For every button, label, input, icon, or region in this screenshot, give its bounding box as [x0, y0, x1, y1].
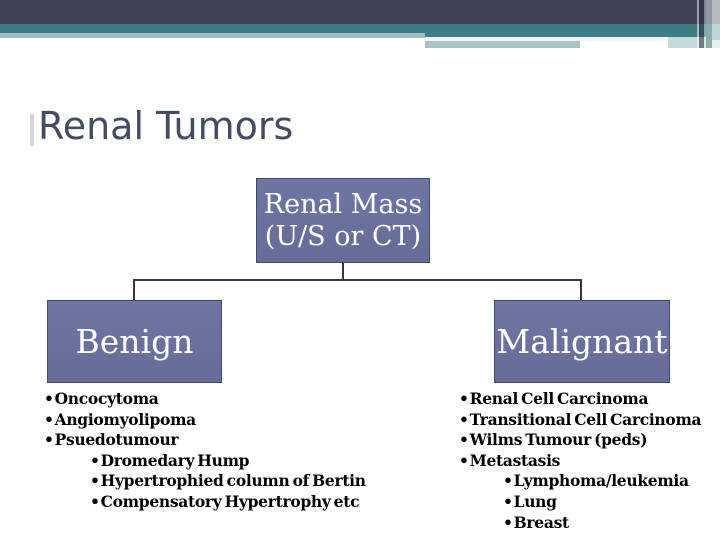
chart-node-renal-mass: Renal Mass (U/S or CT) [256, 178, 430, 263]
chart-node-benign: Benign [47, 300, 222, 383]
list-item: •Lung [459, 492, 701, 513]
header-bar-sage-right [425, 41, 580, 48]
header-bar-teal-right [425, 33, 706, 37]
list-item: •Dromedary Hump [44, 451, 366, 472]
list-item: •Wilms Tumour (peds) [459, 430, 701, 451]
chart-node-renal-mass-line1: Renal Mass [263, 188, 423, 220]
header-stripe-paleteal [712, 24, 720, 40]
list-item: •Compensatory Hypertrophy etc [44, 492, 366, 513]
connector-benign-stub [133, 279, 135, 301]
list-item: •Oncocytoma [44, 389, 366, 410]
header-line-pale [425, 37, 668, 41]
list-item: •Transitional Cell Carcinoma [459, 409, 702, 431]
list-item-text: Dromedary Hump [100, 450, 250, 470]
malignant-list: •Renal Cell Carcinoma •Transitional Cell… [459, 389, 702, 534]
header-stripe-dark [699, 0, 704, 48]
list-item: •Lymphoma/leukemia [459, 471, 701, 492]
list-item-text: Lymphoma/leukemia [513, 471, 689, 491]
slide-title: Renal Tumors [38, 104, 294, 148]
list-item: •Hypertrophied column of Bertin [44, 471, 366, 492]
list-item-text: Transitional Cell Carcinoma [469, 409, 702, 429]
bullet-icon: • [90, 491, 100, 511]
chart-node-benign-label: Benign [75, 322, 194, 361]
header-stripe-gray [706, 0, 712, 24]
list-item-text: Breast [513, 512, 570, 532]
connector-malignant-stub [580, 279, 582, 301]
header-bar-dark [0, 0, 706, 24]
list-item-text: Angiomyolipoma [54, 409, 197, 429]
connector-horizontal [133, 279, 582, 281]
chart-node-malignant: Malignant [494, 300, 670, 383]
bullet-icon: • [503, 491, 513, 511]
list-item: •Breast [459, 513, 701, 534]
bullet-icon: • [44, 389, 54, 408]
bullet-icon: • [459, 430, 469, 450]
list-item-text: Renal Cell Carcinoma [469, 389, 649, 408]
header-stripe-light-2 [704, 0, 706, 48]
list-item: •Angiomyolipoma [44, 410, 366, 431]
list-item-text: Psuedotumour [54, 430, 179, 450]
bullet-icon: • [503, 471, 513, 491]
list-item: •Renal Cell Carcinoma [459, 389, 701, 410]
title-decoration-fragment [30, 114, 34, 146]
bullet-icon: • [459, 409, 469, 429]
header-stripe-palest [712, 40, 720, 48]
header-stripe-silver [712, 0, 720, 24]
header-stripe-light-1 [697, 0, 699, 48]
header-block-paleteal [668, 37, 706, 48]
bullet-icon: • [44, 430, 54, 450]
list-item-text: Lung [513, 491, 557, 511]
chart-node-malignant-label: Malignant [496, 322, 668, 361]
benign-list: •Oncocytoma •Angiomyolipoma •Psuedotumou… [44, 389, 366, 513]
bullet-icon: • [503, 512, 513, 532]
connector-root-vertical [342, 263, 344, 280]
list-item-text: Metastasis [469, 450, 561, 470]
bullet-icon: • [90, 450, 100, 470]
bullet-icon: • [459, 450, 469, 470]
header-stripe-grayteal [706, 24, 712, 48]
list-item-text: Hypertrophied column of Bertin [100, 471, 366, 491]
list-item-text: Compensatory Hypertrophy etc [100, 491, 360, 511]
bullet-icon: • [459, 389, 469, 408]
bullet-icon: • [90, 471, 100, 491]
header-bar-sage-left [0, 33, 425, 38]
bullet-icon: • [44, 409, 54, 429]
chart-node-renal-mass-line2: (U/S or CT) [264, 220, 422, 252]
list-item-text: Wilms Tumour (peds) [469, 430, 648, 450]
list-item-text: Oncocytoma [54, 389, 159, 408]
header-bar-teal [0, 24, 706, 33]
list-item: •Metastasis [459, 451, 701, 472]
list-item: •Psuedotumour [44, 430, 366, 451]
